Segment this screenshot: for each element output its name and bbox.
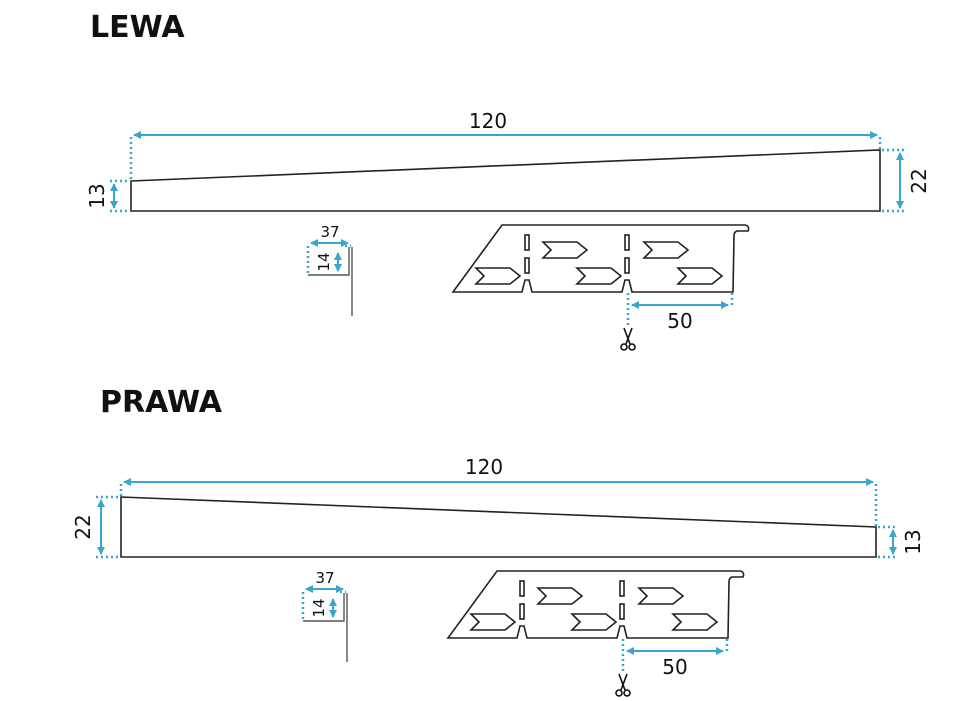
wedge-outline: [120, 496, 877, 558]
right-height-label: 22: [907, 168, 931, 193]
profile-width-label: 37: [315, 569, 334, 587]
connector-strip: [453, 225, 749, 326]
right-height-label: 13: [901, 529, 925, 554]
scissors-icon: [620, 327, 636, 351]
spacing-label: 50: [667, 309, 692, 333]
scissors-icon: [615, 673, 631, 697]
length-label: 120: [465, 455, 503, 479]
profile-height-label: 14: [315, 252, 333, 271]
profile-height-label: 14: [310, 598, 328, 617]
section-title: LEWA: [90, 10, 185, 45]
spacing-label: 50: [662, 655, 687, 679]
section-lewa: LEWA 120 13 22 37 14 50: [85, 10, 931, 351]
left-height-label: 13: [85, 183, 109, 208]
wedge-outline: [130, 149, 881, 212]
connector-strip: [448, 571, 744, 672]
section-prawa: PRAWA 120 22 13 37 14 50: [71, 385, 925, 697]
left-height-label: 22: [71, 514, 95, 539]
section-title: PRAWA: [100, 385, 223, 420]
length-label: 120: [469, 109, 507, 133]
profile-width-label: 37: [320, 223, 339, 241]
